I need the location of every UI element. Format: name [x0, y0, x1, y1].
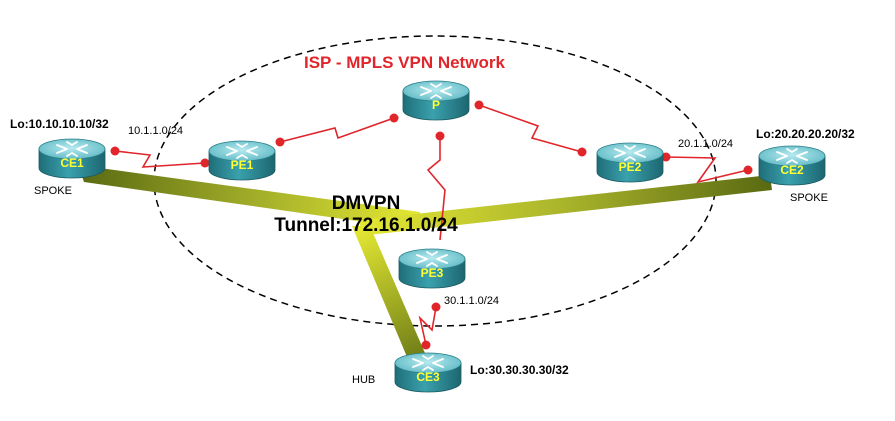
router-pe1: PE1	[208, 140, 276, 181]
iface-dot-pe1-ce1	[200, 158, 210, 168]
router-label-pe3: PE3	[421, 266, 444, 280]
iface-dot-ce1	[110, 146, 120, 156]
router-pe2: PE2	[596, 142, 664, 183]
link-p-pe2	[478, 104, 583, 153]
router-ce1: CE1	[38, 138, 106, 179]
tunnel-segment-ce3	[352, 226, 428, 364]
dmvpn-tunnel	[78, 165, 772, 364]
link-pe3-ce3	[418, 306, 437, 346]
link-pe1-p	[279, 117, 395, 143]
link-p-pe3	[426, 133, 446, 241]
dmvpn-title: DMVPN	[331, 193, 401, 214]
dmvpn-tunnel-subnet: Tunnel:172.16.1.0/24	[274, 214, 458, 236]
interface-dots	[110, 100, 753, 350]
dmvpn-label: DMVPN Tunnel:172.16.1.0/24	[256, 193, 476, 237]
iface-dot-p-pe3	[435, 131, 445, 141]
router-p: P	[402, 80, 470, 121]
iface-dot-pe2-p	[577, 147, 587, 157]
iface-dot-pe1-p	[275, 137, 285, 147]
iface-dot-ce2	[743, 165, 753, 175]
subnet-label-ce2-pe2: 20.1.1.0/24	[678, 138, 734, 150]
router-pe3: PE3	[398, 248, 466, 289]
tunnel-segment-ce1	[78, 165, 420, 230]
subnet-label-ce1-pe1: 10.1.1.0/24	[128, 125, 184, 137]
link-pe2-ce2	[665, 156, 749, 184]
iface-dot-pe2-ce2	[661, 152, 671, 162]
role-label-ce2: SPOKE	[790, 192, 828, 204]
physical-links	[114, 104, 749, 346]
role-label-ce1: SPOKE	[34, 185, 72, 197]
iface-dot-p-pe2	[474, 100, 484, 110]
router-ce2: CE2	[758, 145, 826, 186]
router-label-ce3: CE3	[416, 370, 440, 384]
loopback-label-ce2: Lo:20.20.20.20/32	[756, 127, 855, 141]
iface-dot-pe3-ce3	[431, 302, 441, 312]
router-ce3: CE3	[394, 352, 462, 393]
router-label-pe2: PE2	[619, 160, 642, 174]
iface-dot-ce3	[421, 340, 431, 350]
tunnel-segment-ce2	[360, 175, 772, 236]
loopback-label-ce1: Lo:10.10.10.10/32	[10, 117, 109, 131]
role-label-ce3: HUB	[352, 374, 376, 386]
router-label-p: P	[432, 98, 440, 112]
router-label-pe1: PE1	[231, 158, 254, 172]
loopback-label-ce3: Lo:30.30.30.30/32	[470, 363, 569, 377]
subnet-label-ce3-pe3: 30.1.1.0/24	[444, 295, 500, 307]
router-label-ce1: CE1	[60, 156, 84, 170]
router-label-ce2: CE2	[780, 163, 804, 177]
iface-dot-p-pe1	[389, 113, 399, 123]
link-ce1-pe1	[114, 150, 206, 168]
diagram-title: ISP - MPLS VPN Network	[304, 53, 505, 72]
